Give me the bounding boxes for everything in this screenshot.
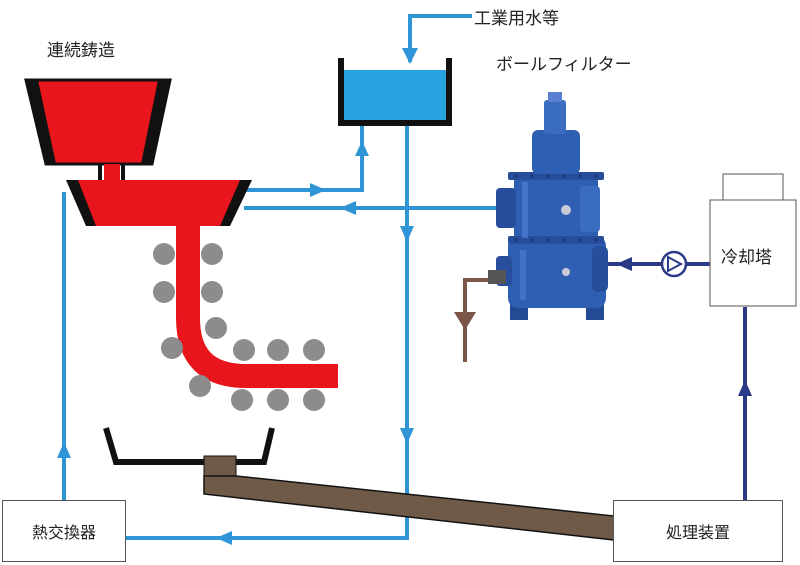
pump-icon [660,250,688,278]
arrow-down-supply [402,48,418,64]
continuous-casting-label: 連続鋳造 [47,41,115,61]
tundish [24,78,172,186]
heat-exchanger-box: 熱交換器 [2,500,126,562]
ball-filter-label: ボールフィルター [496,55,632,75]
ball-filter-image [488,92,608,320]
arrow-up-tower [738,380,752,396]
arrow-down-lower [400,428,414,444]
steel-strand [176,220,338,388]
arrow-left-to-filter [616,257,632,271]
arrow-up-left [57,442,71,458]
cooling-tower-label: 冷却塔 [721,248,772,268]
mold-to-tank-pipe [244,126,364,192]
supply-pipe [408,14,472,62]
water-flow-arrows [57,48,418,545]
arrow-left-filter-out [340,201,356,215]
arrow-down-upper [400,226,414,242]
cooling-loop [604,262,747,500]
drain-pipe [454,278,500,362]
mold [66,180,252,226]
treatment-equipment-label: 処理装置 [665,523,730,542]
treatment-equipment-box: 処理装置 [613,500,783,562]
arrow-right-mold-out [310,183,326,197]
heat-exchanger-label: 熱交換器 [31,523,96,542]
water-tank [338,58,452,126]
guide-rollers [153,243,325,411]
cooling-loop-arrows [616,257,752,396]
cooling-tower-unit [709,173,797,307]
scale-pit [103,427,275,479]
arrow-up-tank-inlet [355,141,369,156]
arrow-left-bottom [216,531,232,545]
industrial-water-label: 工業用水等 [474,9,559,29]
